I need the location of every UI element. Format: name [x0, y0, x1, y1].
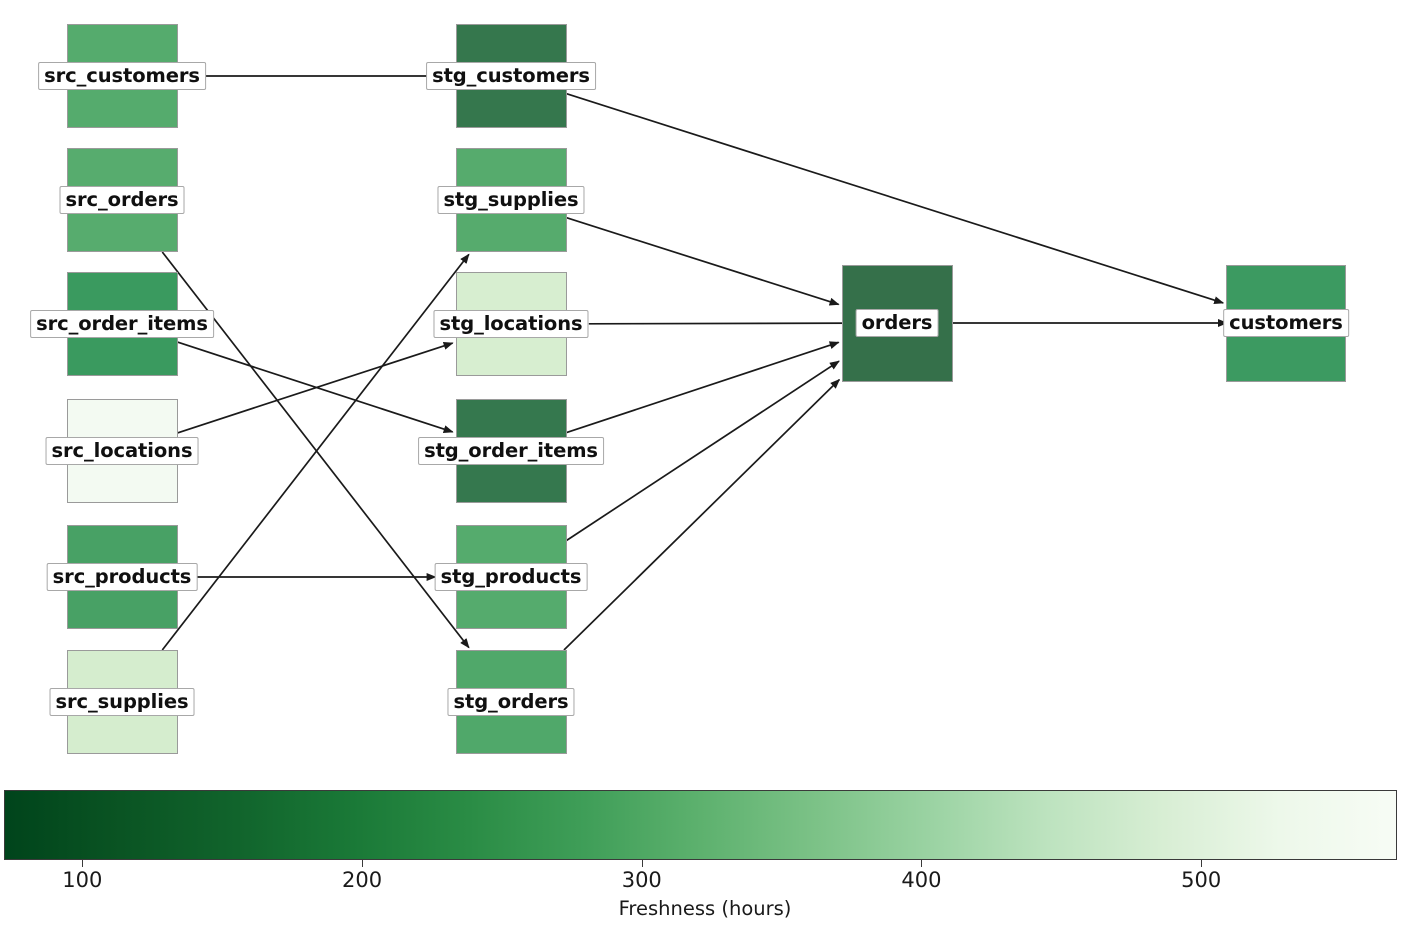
- colorbar-tick-label: 300: [621, 868, 662, 892]
- colorbar-tick: [1201, 860, 1203, 867]
- colorbar-tick-label: 400: [901, 868, 942, 892]
- node-label-customers: customers: [1223, 309, 1349, 337]
- node-label-src_order_items: src_order_items: [30, 310, 214, 338]
- colorbar-gradient: [4, 790, 1397, 860]
- colorbar-tick: [921, 860, 923, 867]
- edge-layer: [161, 75, 1228, 651]
- colorbar-tick: [641, 860, 643, 867]
- edge-src_supplies-to-stg_supplies: [161, 253, 470, 651]
- edge-src_order_items-to-stg_order_items: [177, 341, 454, 433]
- node-label-src_supplies: src_supplies: [49, 688, 195, 716]
- colorbar-tick-label: 100: [62, 868, 103, 892]
- node-label-src_customers: src_customers: [38, 62, 206, 90]
- edge-stg_products-to-orders: [566, 360, 840, 542]
- colorbar-tick: [82, 860, 84, 867]
- edge-stg_locations-to-orders: [588, 319, 856, 328]
- node-label-stg_orders: stg_orders: [447, 688, 575, 716]
- edge-stg_order_items-to-orders: [566, 341, 840, 434]
- colorbar-title: Freshness (hours): [618, 897, 792, 920]
- node-label-orders: orders: [855, 309, 939, 337]
- edge-src_locations-to-stg_locations: [177, 342, 454, 434]
- node-label-stg_order_items: stg_order_items: [418, 437, 604, 465]
- node-label-src_locations: src_locations: [45, 437, 199, 465]
- colorbar: 100 200 300 400 500 Freshness (hours): [0, 780, 1410, 926]
- colorbar-tick-label: 500: [1181, 868, 1222, 892]
- edge-stg_customers-to-customers: [566, 92, 1225, 305]
- colorbar-tick-label: 200: [341, 868, 383, 892]
- node-label-stg_supplies: stg_supplies: [437, 186, 585, 214]
- node-label-stg_products: stg_products: [434, 563, 588, 591]
- colorbar-tick: [362, 860, 364, 867]
- node-label-stg_locations: stg_locations: [433, 310, 589, 338]
- node-label-stg_customers: stg_customers: [426, 62, 596, 90]
- edge-stg_orders-to-orders: [563, 378, 841, 651]
- node-label-src_products: src_products: [46, 563, 198, 591]
- node-label-src_orders: src_orders: [59, 186, 185, 214]
- edge-stg_supplies-to-orders: [566, 216, 840, 306]
